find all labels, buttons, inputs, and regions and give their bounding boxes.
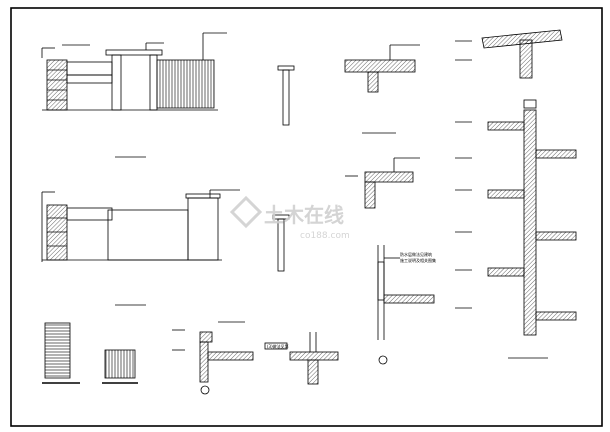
fence-elevation-lower (41, 189, 240, 306)
note-detail-ref: (3)做法见第 (267, 343, 289, 349)
note-waterproof-1: 防水层做法见建筑 (400, 251, 432, 257)
waterproof-detail: 防水层做法见建筑 施工说明及相关图集 (377, 245, 436, 365)
post-detail-top (277, 65, 295, 126)
watermark-cn: 土木在线 (264, 203, 344, 227)
note-waterproof-2: 施工说明及相关图集 (400, 257, 436, 263)
coping-section-2 (345, 157, 420, 209)
parapet-detail-2: (3)做法见第 (264, 332, 339, 385)
fence-elevation-upper (41, 32, 227, 158)
sheet-border (10, 7, 603, 427)
watermark: 土木在线 co188.com (229, 195, 350, 241)
post-detail-mid (272, 214, 290, 272)
watermark-en: co188.com (300, 231, 350, 241)
parapet-detail-1 (172, 321, 254, 395)
wall-section-right (455, 29, 577, 359)
coping-section-1 (344, 44, 420, 134)
material-swatches (42, 322, 138, 384)
